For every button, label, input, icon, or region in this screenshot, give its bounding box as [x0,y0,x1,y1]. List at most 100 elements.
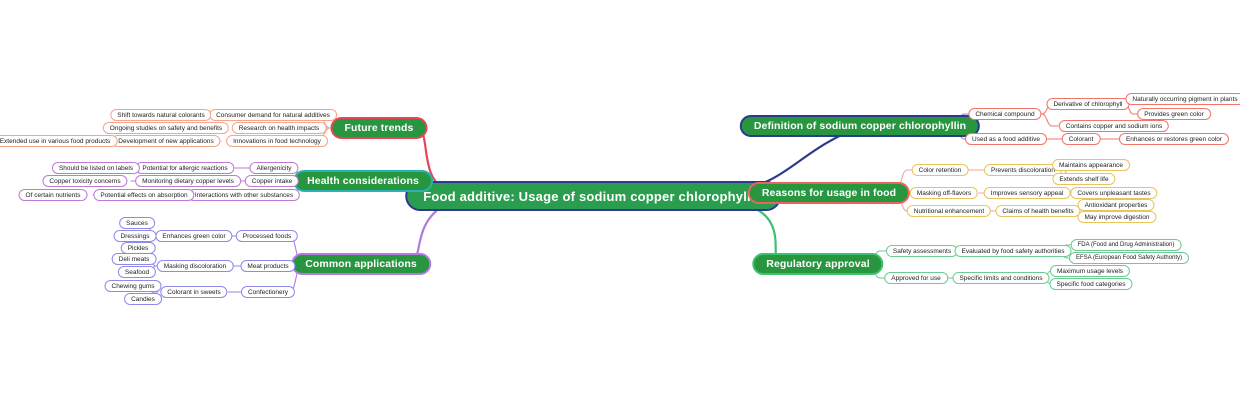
branch-reasons-label: Reasons for usage in food [761,187,897,199]
node-contains-copper-sodium-ions[interactable]: Contains copper and sodium ions [1058,120,1170,132]
node-shift-natural-colorants[interactable]: Shift towards natural colorants [110,109,212,121]
node-deli-meats-label: Deli meats [118,255,150,263]
node-evaluated-by-authorities[interactable]: Evaluated by food safety authorities [954,245,1072,257]
node-candies-label: Candies [131,295,155,303]
node-specific-food-categories[interactable]: Specific food categories [1049,278,1133,290]
node-colorant-in-sweets-label: Colorant in sweets [167,288,221,296]
branch-common-applications-label: Common applications [305,258,417,270]
node-fda[interactable]: FDA (Food and Drug Administration) [1070,239,1182,251]
node-ongoing-studies[interactable]: Ongoing studies on safety and benefits [102,122,230,134]
branch-common-applications[interactable]: Common applications [291,253,431,275]
node-maintains-appearance[interactable]: Maintains appearance [1052,159,1130,171]
node-used-as-food-additive[interactable]: Used as a food additive [965,133,1047,145]
node-derivative-of-chlorophyll-label: Derivative of chlorophyll [1053,100,1123,108]
node-colorant[interactable]: Colorant [1061,133,1101,145]
node-maximum-usage-levels[interactable]: Maximum usage levels [1049,265,1131,277]
node-efsa-label: EFSA (European Food Safety Authority) [1075,255,1183,261]
node-dressings[interactable]: Dressings [113,230,157,242]
node-antioxidant-properties[interactable]: Antioxidant properties [1077,199,1155,211]
node-enhances-restores-green-color-label: Enhances or restores green color [1125,135,1223,143]
branch-future-trends-label: Future trends [344,122,414,134]
node-of-certain-nutrients[interactable]: Of certain nutrients [18,189,88,201]
node-copper-intake[interactable]: Copper intake [244,175,300,187]
node-fda-label: FDA (Food and Drug Administration) [1077,242,1175,248]
node-claims-health-benefits-label: Claims of health benefits [1002,207,1074,215]
node-claims-health-benefits[interactable]: Claims of health benefits [995,205,1081,217]
branch-reasons[interactable]: Reasons for usage in food [747,182,911,204]
node-efsa[interactable]: EFSA (European Food Safety Authority) [1068,252,1190,264]
node-approved-for-use-label: Approved for use [891,274,941,282]
node-extends-shelf-life-label: Extends shelf life [1059,175,1109,183]
node-covers-unpleasant-tastes-label: Covers unpleasant tastes [1077,189,1151,197]
node-consumer-demand[interactable]: Consumer demand for natural additives [209,109,337,121]
node-should-be-listed-on-labels[interactable]: Should be listed on labels [51,162,141,174]
node-masking-discoloration-label: Masking discoloration [163,262,227,270]
node-potential-allergic-reactions-label: Potential for allergic reactions [142,164,228,172]
node-naturally-occurring-pigment-label: Naturally occurring pigment in plants [1132,95,1238,103]
branch-future-trends[interactable]: Future trends [330,117,428,139]
node-naturally-occurring-pigment[interactable]: Naturally occurring pigment in plants [1125,93,1240,105]
node-processed-foods[interactable]: Processed foods [235,230,299,242]
node-allergenicity[interactable]: Allergenicity [249,162,299,174]
node-interactions-other-substances[interactable]: Interactions with other substances [187,189,301,201]
root-node[interactable]: Food additive: Usage of sodium copper ch… [405,181,781,211]
node-antioxidant-properties-label: Antioxidant properties [1084,201,1148,209]
node-ongoing-studies-label: Ongoing studies on safety and benefits [109,124,223,132]
node-derivative-of-chlorophyll[interactable]: Derivative of chlorophyll [1046,98,1130,110]
node-confectionery[interactable]: Confectionery [240,286,296,298]
node-nutritional-enhancement[interactable]: Nutritional enhancement [906,205,992,217]
node-enhances-restores-green-color[interactable]: Enhances or restores green color [1118,133,1230,145]
node-specific-limits-conditions[interactable]: Specific limits and conditions [952,272,1050,284]
node-masking-off-flavors[interactable]: Masking off-flavors [909,187,979,199]
node-prevents-discoloration[interactable]: Prevents discoloration [984,164,1062,176]
node-monitoring-dietary-copper[interactable]: Monitoring dietary copper levels [135,175,241,187]
node-confectionery-label: Confectionery [247,288,289,296]
node-evaluated-by-authorities-label: Evaluated by food safety authorities [961,247,1065,255]
node-deli-meats[interactable]: Deli meats [111,253,157,265]
node-chewing-gums[interactable]: Chewing gums [104,280,162,292]
node-seafood[interactable]: Seafood [117,266,157,278]
node-provides-green-color[interactable]: Provides green color [1137,108,1211,120]
node-potential-effects-absorption[interactable]: Potential effects on absorption [93,189,195,201]
node-potential-allergic-reactions[interactable]: Potential for allergic reactions [135,162,235,174]
node-copper-toxicity-concerns[interactable]: Copper toxicity concerns [42,175,128,187]
node-chemical-compound[interactable]: Chemical compound [968,108,1042,120]
node-nutritional-enhancement-label: Nutritional enhancement [913,207,985,215]
node-extends-shelf-life[interactable]: Extends shelf life [1052,173,1116,185]
node-masking-off-flavors-label: Masking off-flavors [916,189,972,197]
node-improves-sensory-appeal[interactable]: Improves sensory appeal [983,187,1071,199]
branch-health-considerations-label: Health considerations [307,175,419,187]
node-colorant-in-sweets[interactable]: Colorant in sweets [160,286,228,298]
node-seafood-label: Seafood [124,268,150,276]
node-color-retention[interactable]: Color retention [911,164,969,176]
node-may-improve-digestion[interactable]: May improve digestion [1077,211,1157,223]
branch-definition-label: Definition of sodium copper chlorophylli… [753,120,967,132]
node-monitoring-dietary-copper-label: Monitoring dietary copper levels [142,177,234,185]
node-provides-green-color-label: Provides green color [1144,110,1204,118]
node-masking-discoloration[interactable]: Masking discoloration [156,260,234,272]
node-innovations-food-tech[interactable]: Innovations in food technology [226,135,328,147]
node-copper-intake-label: Copper intake [251,177,293,185]
node-used-as-food-additive-label: Used as a food additive [972,135,1040,143]
node-improves-sensory-appeal-label: Improves sensory appeal [990,189,1064,197]
node-meat-products[interactable]: Meat products [240,260,296,272]
branch-regulatory[interactable]: Regulatory approval [752,253,884,275]
node-covers-unpleasant-tastes[interactable]: Covers unpleasant tastes [1070,187,1158,199]
node-candies[interactable]: Candies [124,293,162,305]
node-sauces[interactable]: Sauces [119,217,155,229]
node-safety-assessments[interactable]: Safety assessments [885,245,959,257]
node-development-new-applications[interactable]: Development of new applications [111,135,221,147]
node-should-be-listed-on-labels-label: Should be listed on labels [58,164,134,172]
node-color-retention-label: Color retention [918,166,962,174]
branch-health-considerations[interactable]: Health considerations [293,170,433,192]
node-research-health-impacts[interactable]: Research on health impacts [231,122,327,134]
node-colorant-label: Colorant [1068,135,1094,143]
node-dressings-label: Dressings [120,232,150,240]
branch-definition[interactable]: Definition of sodium copper chlorophylli… [739,115,981,137]
node-copper-toxicity-concerns-label: Copper toxicity concerns [49,177,121,185]
node-approved-for-use[interactable]: Approved for use [884,272,948,284]
node-extended-use-food-products[interactable]: Extended use in various food products [0,135,118,147]
node-maximum-usage-levels-label: Maximum usage levels [1056,267,1124,275]
node-enhances-green-color[interactable]: Enhances green color [155,230,233,242]
